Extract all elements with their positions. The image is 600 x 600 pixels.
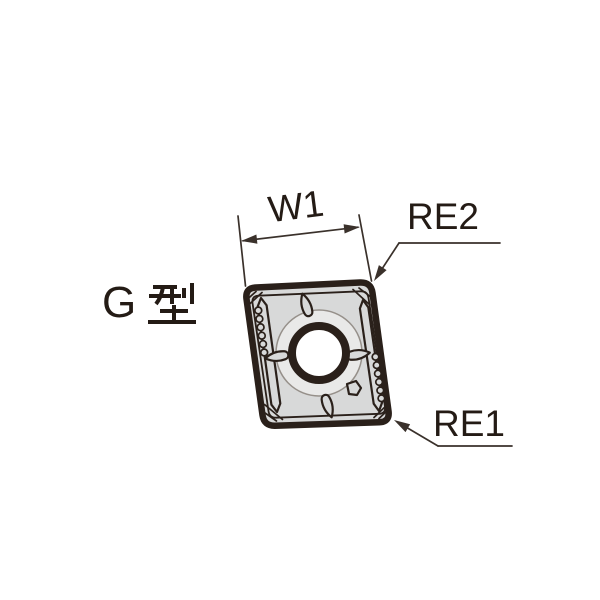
serration-bead [256,323,265,332]
re1-leader-line [404,425,439,447]
extension-line-left [237,215,247,287]
facet-line-bottom-right-2 [378,408,390,420]
petal-north [300,292,314,318]
arrowhead-right-icon [343,224,360,234]
re2-label: RE2 [407,196,479,237]
petal-south [320,393,334,419]
serration-bead [374,377,384,387]
facet-line-top-right [352,288,371,306]
arrowhead-left-icon [241,234,258,244]
serration-bead [257,331,267,340]
type-label: G [102,278,196,327]
dimension-w1: W1 [237,183,373,287]
serration-bead [259,348,269,357]
facet-line-bottom-right [373,403,389,419]
re1-label: RE1 [433,403,505,444]
kanji-type-glyph [148,283,196,324]
serration-bead [255,314,264,324]
chip-breaker-strip-right [358,298,386,413]
chip-breaker-dot [345,379,363,397]
serration-bead [372,361,381,370]
facet-line-top-right-2 [358,287,375,300]
serration-bead [376,386,385,395]
facet-line-bottom-left-2 [260,409,278,422]
dimension-line [242,226,359,242]
serration-bead [373,369,383,378]
serration-bead [371,352,380,361]
re1-arrowhead-icon [394,420,411,433]
callout-re1: RE1 [394,403,513,447]
facet-line-bottom-left [263,403,284,421]
callout-re2: RE2 [374,196,501,281]
corner-facets [245,287,390,422]
width-dim-label: W1 [266,183,326,231]
facet-line-top-left [246,291,263,307]
facet-line-top-left-2 [245,290,257,301]
center-hole [288,322,350,384]
type-label-latin: G [102,278,136,327]
serration-bead [254,306,263,315]
serration-bead [377,394,386,403]
serration-bead [258,339,268,349]
extension-line-right [358,214,373,282]
re2-arrowhead-icon [374,265,387,281]
